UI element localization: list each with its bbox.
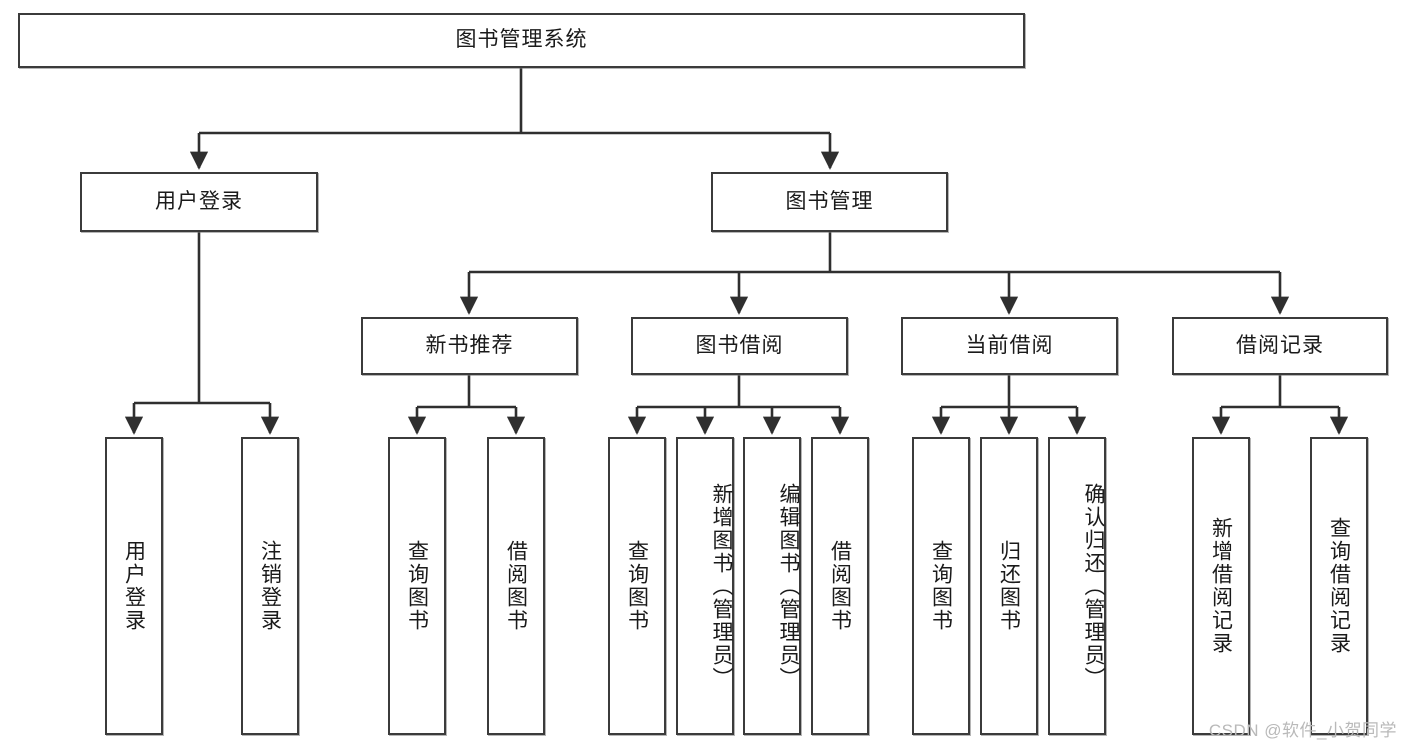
node-leaf-query-book-bor[interactable]: 查询图书 — [608, 437, 666, 735]
node-leaf-edit-book-admin[interactable]: 编辑图书（管理员） — [743, 437, 801, 735]
node-user-login-label: 用户登录 — [155, 189, 243, 213]
node-leaf-borrow-book-bor-label: 借阅图书 — [828, 540, 852, 632]
node-leaf-confirm-return-admin[interactable]: 确认归还（管理员） — [1048, 437, 1106, 735]
node-current-borrow[interactable]: 当前借阅 — [901, 317, 1118, 375]
node-new-book-recommend-label: 新书推荐 — [425, 333, 514, 357]
node-leaf-borrow-book-rec[interactable]: 借阅图书 — [487, 437, 545, 735]
node-leaf-query-book-rec[interactable]: 查询图书 — [388, 437, 446, 735]
node-leaf-add-book-admin-label: 新增图书（管理员） — [710, 482, 733, 690]
node-leaf-user-logout-label: 注销登录 — [258, 540, 282, 632]
node-borrow-record[interactable]: 借阅记录 — [1172, 317, 1388, 375]
node-leaf-add-borrow-record[interactable]: 新增借阅记录 — [1192, 437, 1250, 735]
node-leaf-borrow-book-bor[interactable]: 借阅图书 — [811, 437, 869, 735]
node-new-book-recommend[interactable]: 新书推荐 — [361, 317, 578, 375]
node-leaf-borrow-book-rec-label: 借阅图书 — [504, 540, 528, 632]
node-leaf-query-book-bor-label: 查询图书 — [625, 540, 649, 632]
node-borrow-record-label: 借阅记录 — [1236, 333, 1324, 357]
node-leaf-query-book-cur[interactable]: 查询图书 — [912, 437, 970, 735]
node-user-login[interactable]: 用户登录 — [80, 172, 318, 232]
node-leaf-user-login[interactable]: 用户登录 — [105, 437, 163, 735]
node-leaf-return-book-label: 归还图书 — [997, 540, 1021, 632]
node-leaf-add-book-admin[interactable]: 新增图书（管理员） — [676, 437, 734, 735]
node-leaf-query-book-rec-label: 查询图书 — [405, 540, 429, 632]
node-book-manage[interactable]: 图书管理 — [711, 172, 948, 232]
node-leaf-query-borrow-record-label: 查询借阅记录 — [1327, 517, 1351, 655]
node-leaf-edit-book-admin-label: 编辑图书（管理员） — [777, 482, 800, 690]
node-leaf-confirm-return-admin-label: 确认归还（管理员） — [1082, 482, 1105, 690]
node-current-borrow-label: 当前借阅 — [965, 333, 1054, 357]
node-book-borrow-label: 图书借阅 — [695, 333, 784, 357]
node-leaf-user-login-label: 用户登录 — [122, 540, 146, 632]
node-leaf-return-book[interactable]: 归还图书 — [980, 437, 1038, 735]
node-leaf-query-borrow-record[interactable]: 查询借阅记录 — [1310, 437, 1368, 735]
node-leaf-query-book-cur-label: 查询图书 — [929, 540, 953, 632]
node-book-borrow[interactable]: 图书借阅 — [631, 317, 848, 375]
node-leaf-add-borrow-record-label: 新增借阅记录 — [1209, 517, 1233, 655]
node-root[interactable]: 图书管理系统 — [18, 13, 1025, 68]
node-leaf-user-logout[interactable]: 注销登录 — [241, 437, 299, 735]
node-book-manage-label: 图书管理 — [785, 189, 874, 213]
watermark-text: CSDN @软件_小贺同学 — [1208, 721, 1397, 740]
node-root-label: 图书管理系统 — [455, 28, 588, 52]
